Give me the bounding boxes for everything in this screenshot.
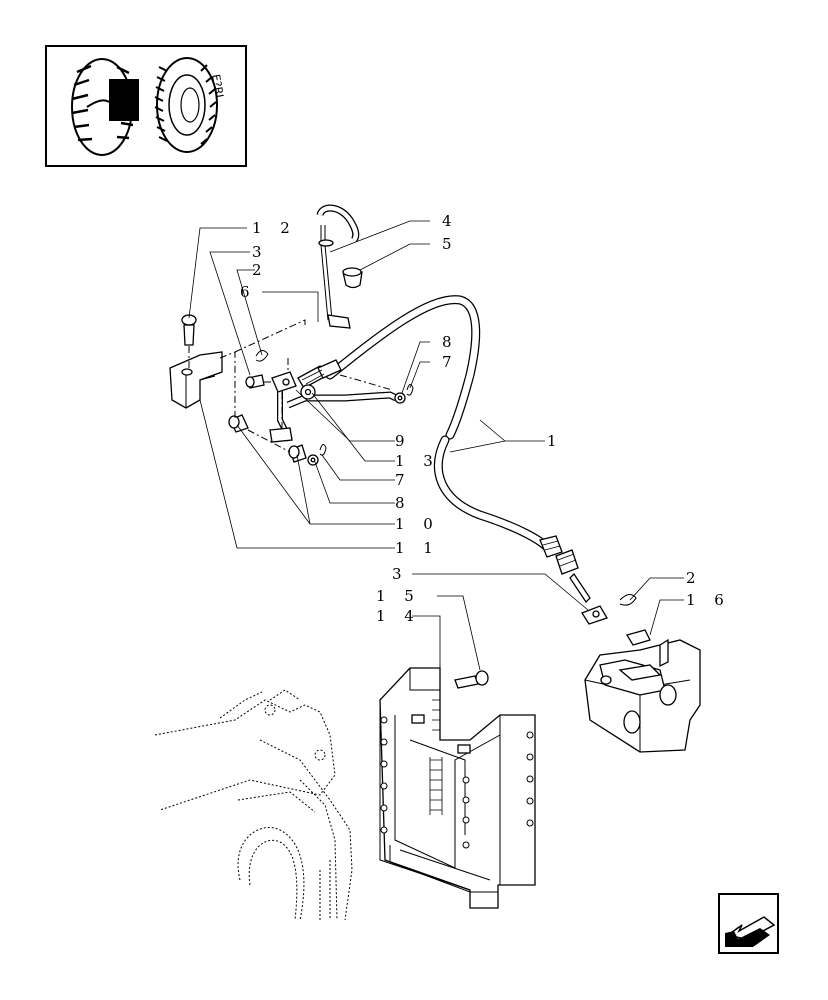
hitch-bracket-frame[interactable] xyxy=(379,667,536,909)
callout-labels: 1 2 3 2 6 4 5 8 7 1 9 1 3 7 8 1 0 1 1 3 … xyxy=(240,212,731,625)
callout-4: 4 xyxy=(442,212,459,230)
upper-pin[interactable] xyxy=(245,374,265,389)
callout-3-lower: 3 xyxy=(392,565,409,583)
callout-13: 1 3 xyxy=(395,452,440,470)
callout-5: 5 xyxy=(442,235,459,253)
washer-lower[interactable] xyxy=(307,454,319,466)
callout-16: 1 6 xyxy=(686,591,731,609)
washer-right[interactable] xyxy=(394,392,406,404)
right-clevis[interactable] xyxy=(581,605,608,625)
callout-9: 9 xyxy=(395,432,412,450)
shaft-washer[interactable] xyxy=(300,384,316,400)
bushing-left[interactable] xyxy=(228,414,249,433)
clip-lower[interactable] xyxy=(319,444,327,456)
leader-lines xyxy=(188,220,684,671)
rear-axle-housing-outline xyxy=(154,689,353,921)
selector-shaft[interactable] xyxy=(269,390,398,443)
lever-knob[interactable] xyxy=(342,267,363,289)
callout-2: 2 xyxy=(252,261,269,279)
callout-7-upper: 7 xyxy=(442,353,459,371)
callout-11: 1 1 xyxy=(395,539,440,557)
thumbnail-label: E?RL xyxy=(209,73,227,102)
callout-14: 1 4 xyxy=(376,607,421,625)
arrow-back-icon xyxy=(725,916,776,947)
mounting-bracket[interactable] xyxy=(169,351,223,409)
upper-clevis[interactable] xyxy=(271,371,297,393)
callout-12: 1 2 xyxy=(252,219,297,237)
tractor-thumbnail[interactable]: E?RL xyxy=(45,45,247,167)
callout-8-lower: 8 xyxy=(395,494,412,512)
upper-split-pin[interactable] xyxy=(255,350,269,362)
callout-6: 6 xyxy=(240,283,257,301)
lever-rod[interactable] xyxy=(316,204,360,329)
callout-7-lower: 7 xyxy=(395,471,412,489)
clip-right[interactable] xyxy=(406,384,414,396)
callout-15: 1 5 xyxy=(376,587,421,605)
back-navigation-button[interactable] xyxy=(718,893,779,954)
hitch-bolt[interactable] xyxy=(454,670,489,689)
callout-10: 1 0 xyxy=(395,515,440,533)
right-split-pin[interactable] xyxy=(619,594,637,606)
tractor-thumbnail-icon: E?RL xyxy=(71,57,227,156)
control-cable[interactable] xyxy=(297,295,591,604)
callout-8-upper: 8 xyxy=(442,333,459,351)
callout-1: 1 xyxy=(547,432,564,450)
callout-3: 3 xyxy=(252,243,269,261)
callout-2-lower: 2 xyxy=(686,569,703,587)
hitch-latch-assembly[interactable] xyxy=(584,629,701,753)
mounting-bolt[interactable] xyxy=(181,314,197,346)
